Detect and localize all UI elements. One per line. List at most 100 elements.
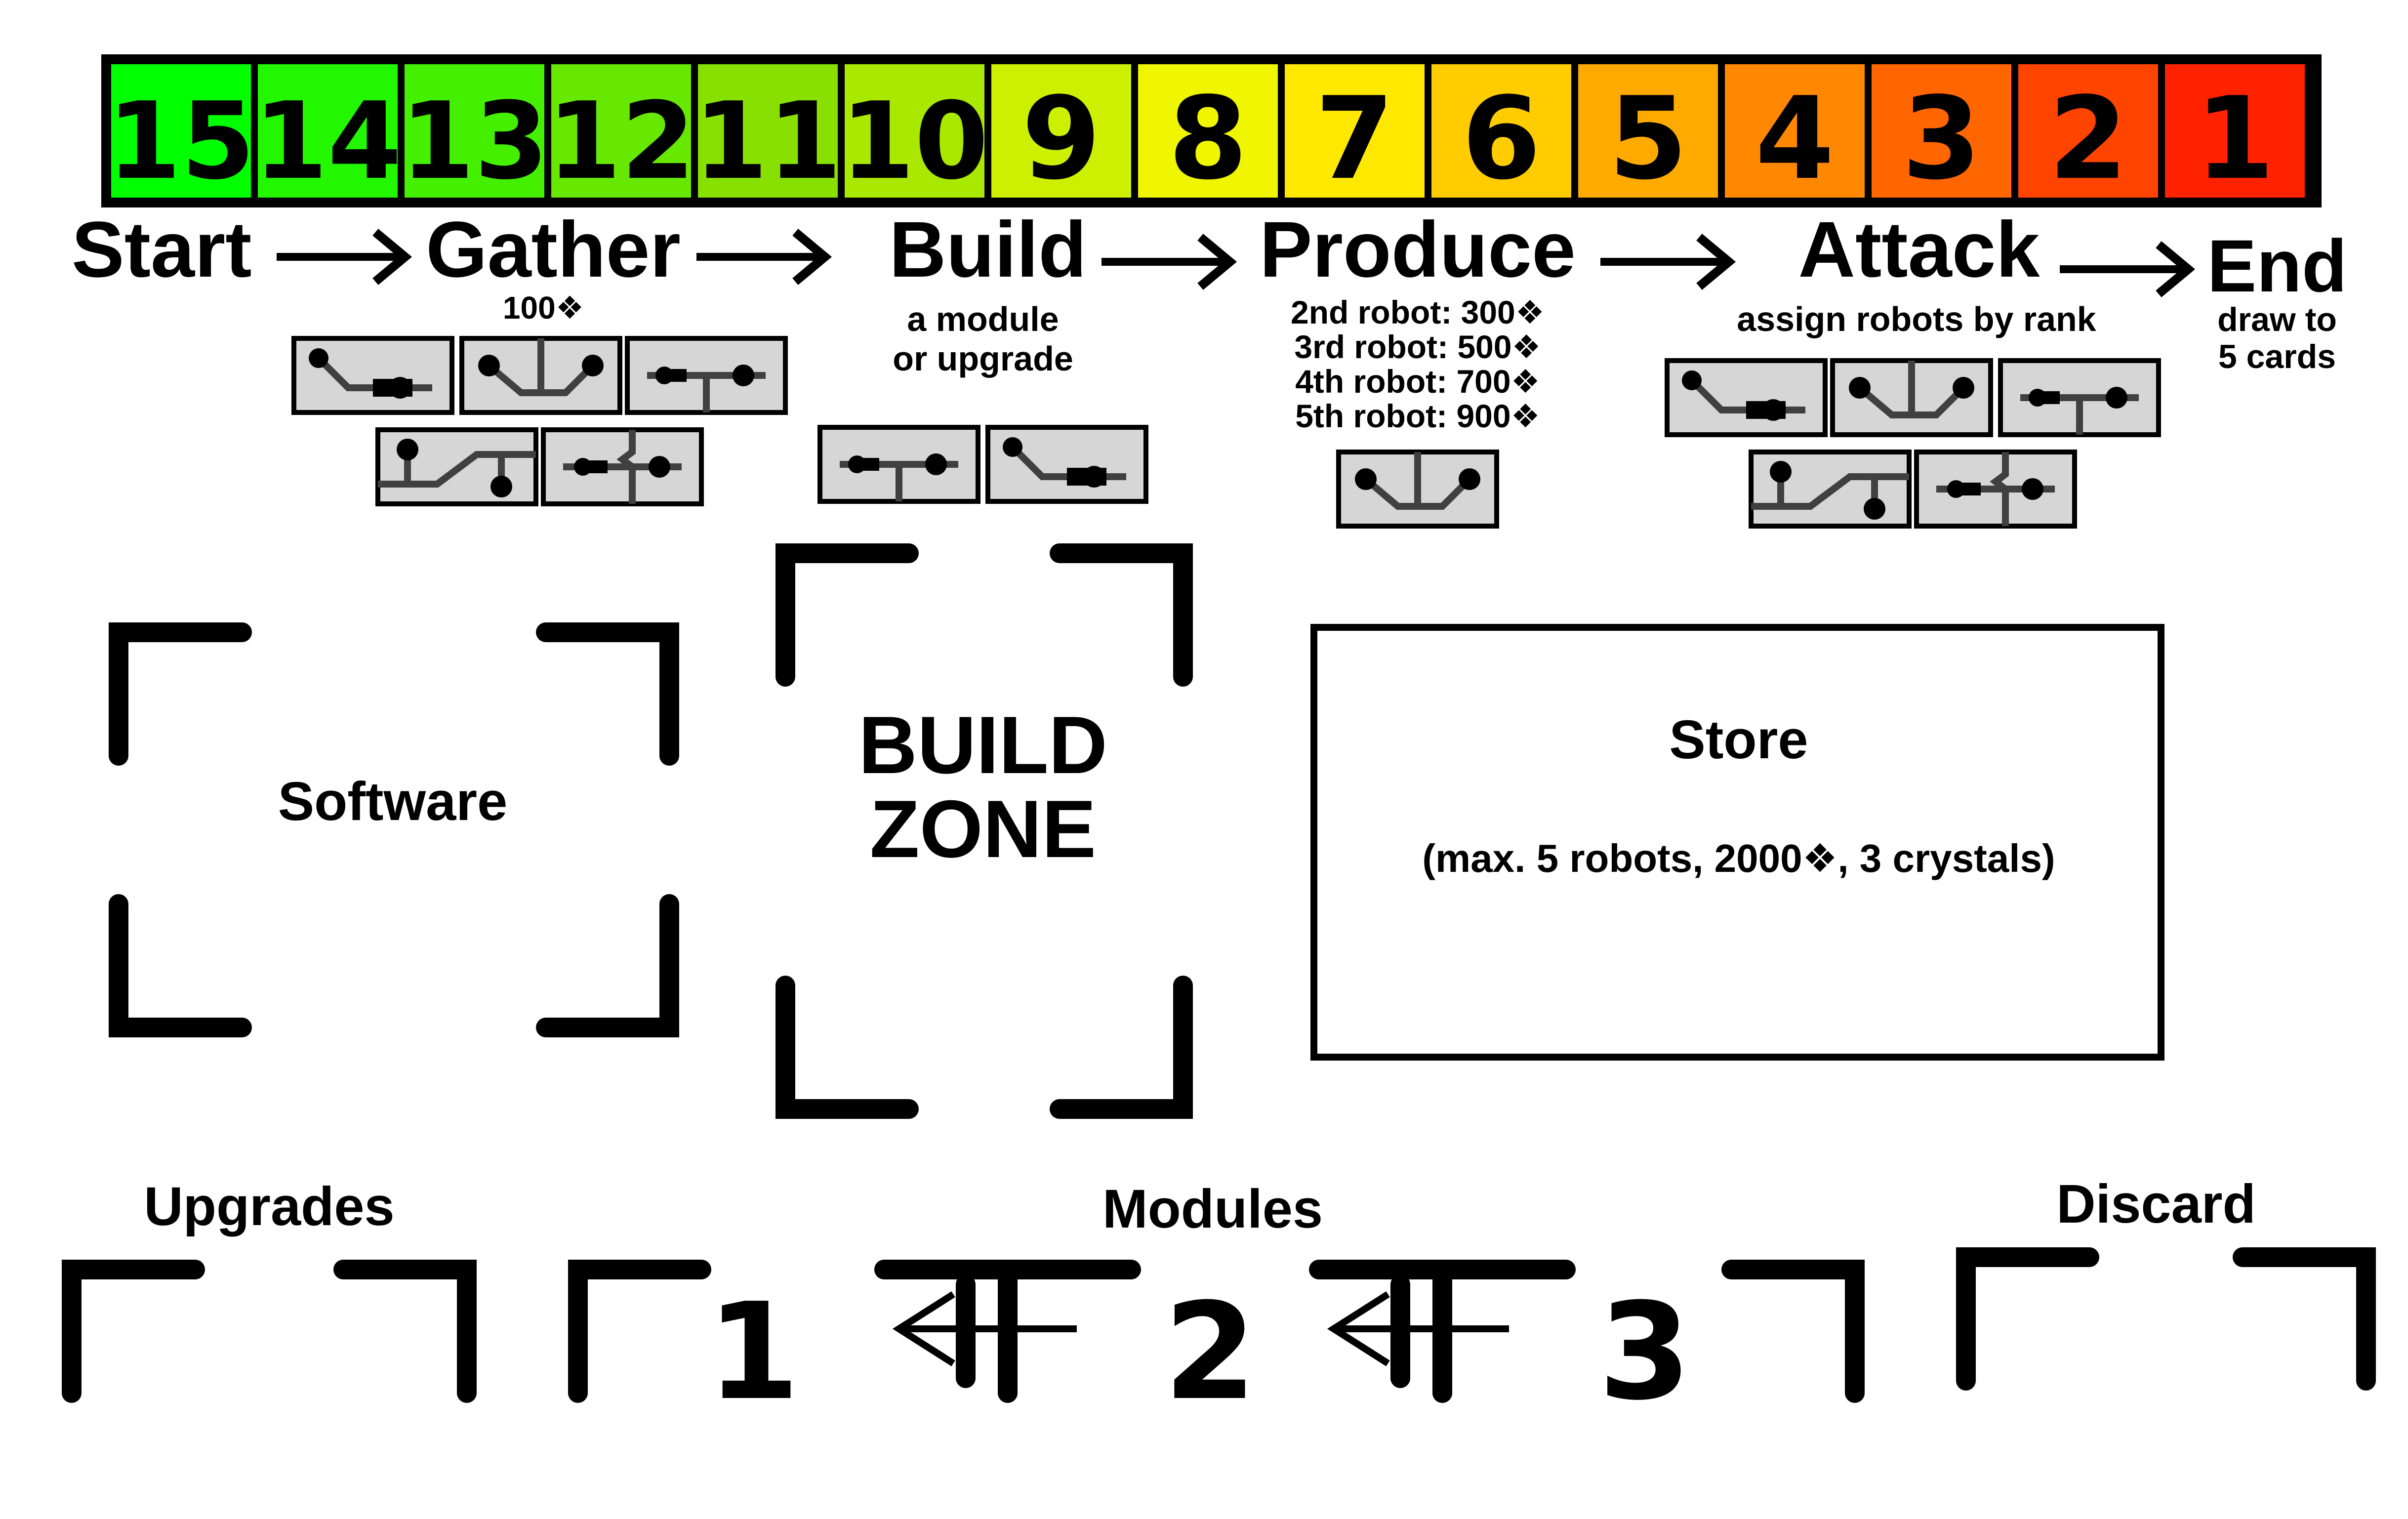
track-cell-fill <box>1725 64 1865 198</box>
zone-corner <box>119 632 242 756</box>
track-cell-number: 15 <box>107 79 255 203</box>
track-cell[interactable]: 6 <box>1431 64 1571 205</box>
track-cell[interactable]: 13 <box>401 64 548 203</box>
circuit-icon <box>294 338 452 412</box>
build-zone-label-2: ZONE <box>870 783 1096 874</box>
track-cell-number: 10 <box>841 79 988 203</box>
module-slot-number: 1 <box>707 1274 800 1430</box>
track-cell-number: 9 <box>1021 73 1101 205</box>
track-cell[interactable]: 7 <box>1285 64 1425 205</box>
phase-build: Build a module or upgrade <box>820 205 1146 501</box>
circuit-icon <box>1667 361 1825 435</box>
phase-end: End draw to 5 cards <box>2207 224 2347 375</box>
store-zone[interactable]: Store (max. 5 robots, 2000❖, 3 crystals) <box>1310 624 2164 1061</box>
module-slot-number: 3 <box>1598 1274 1691 1430</box>
circuit-icon <box>378 430 536 504</box>
circuit-icon <box>543 430 701 504</box>
phase-gather-income: 100❖ <box>503 290 584 326</box>
track-cell-fill <box>1872 64 2011 198</box>
arrow-right-icon <box>2060 245 2188 294</box>
circuit-icon <box>988 427 1146 501</box>
track-cell-fill <box>258 64 398 198</box>
track-cell-fill <box>698 64 838 198</box>
phase-gather: Gather 100❖ <box>294 205 785 504</box>
arrow-right-icon <box>277 232 405 282</box>
phase-end-detail-1: draw to <box>2217 301 2337 338</box>
arrow-right-icon <box>1102 237 1230 287</box>
track-cell[interactable]: 3 <box>1872 64 2011 205</box>
circuit-icon <box>462 338 620 412</box>
produce-cost-5th: 5th robot: 900❖ <box>1295 398 1540 434</box>
track-cell[interactable]: 11 <box>694 64 842 203</box>
track-cell-number: 5 <box>1608 73 1687 205</box>
track-cell-fill <box>1138 64 1278 198</box>
track-cell-fill <box>845 64 984 198</box>
module-slot-2[interactable]: 2 <box>1008 1270 1442 1430</box>
track-cell[interactable]: 1 <box>2165 64 2305 205</box>
zone-corner <box>1731 1270 1855 1393</box>
circuit-icon <box>1833 361 1991 435</box>
zone-corner <box>785 553 909 677</box>
track-cell-number: 3 <box>1902 73 1981 205</box>
circuit-icon <box>1339 452 1497 526</box>
produce-cost-4th: 4th robot: 700❖ <box>1295 363 1540 400</box>
track-cell[interactable]: 9 <box>991 64 1131 205</box>
discard-label: Discard <box>2056 1174 2256 1234</box>
track-cell[interactable]: 14 <box>254 64 402 203</box>
arrow-right-icon <box>1600 237 1729 287</box>
track-cell-fill <box>551 64 691 198</box>
zone-corner <box>2243 1257 2366 1381</box>
zone-corner <box>546 632 669 756</box>
track-cell-number: 14 <box>254 79 402 203</box>
build-zone-label-1: BUILD <box>858 699 1107 790</box>
track-cell-number: 2 <box>2048 73 2127 205</box>
produce-cost-3rd: 3rd robot: 500❖ <box>1294 328 1541 365</box>
track-cell-number: 4 <box>1755 73 1834 205</box>
arrow-right-icon <box>696 232 825 282</box>
phase-attack-detail: assign robots by rank <box>1737 300 2096 338</box>
phase-attack-title: Attack <box>1798 205 2040 293</box>
produce-cost-2nd: 2nd robot: 300❖ <box>1291 294 1545 330</box>
track-cell[interactable]: 4 <box>1725 64 1865 205</box>
circuit-icon <box>820 427 978 501</box>
upgrades-slot[interactable] <box>72 1270 467 1393</box>
zone-corner <box>578 1270 701 1393</box>
phase-end-title: End <box>2207 224 2347 307</box>
software-zone-label: Software <box>278 771 508 832</box>
phase-build-title: Build <box>889 205 1087 293</box>
zone-corner <box>546 904 669 1027</box>
track-cell-fill <box>1431 64 1571 198</box>
track-cell[interactable]: 15 <box>107 64 255 203</box>
store-limits: (max. 5 robots, 2000❖, 3 crystals) <box>1422 836 2055 880</box>
track-cell-fill <box>405 64 544 198</box>
module-slot-number: 2 <box>1164 1274 1257 1430</box>
phase-attack: Attack assign robots by rank <box>1667 205 2159 526</box>
track-cell[interactable]: 2 <box>2018 64 2158 205</box>
circuit-icon <box>1751 452 1909 526</box>
track-cell-number: 12 <box>547 79 695 203</box>
phase-end-detail-2: 5 cards <box>2218 338 2336 375</box>
track-cell-number: 6 <box>1462 73 1541 205</box>
track-cell-number: 7 <box>1315 73 1394 205</box>
track-cell[interactable]: 12 <box>547 64 695 203</box>
build-zone[interactable]: BUILD ZONE <box>785 553 1183 1109</box>
phase-start: Start <box>72 205 252 293</box>
discard-slot[interactable] <box>1966 1257 2366 1381</box>
track-cell-fill <box>2018 64 2158 198</box>
zone-corner <box>785 985 909 1109</box>
track-cell-fill <box>111 64 251 198</box>
track-cell-number: 13 <box>401 79 548 203</box>
module-slot-1[interactable]: 1 <box>578 1270 1008 1430</box>
circuit-icon <box>1917 452 2075 526</box>
software-zone[interactable]: Software <box>119 632 669 1027</box>
track-cell[interactable]: 8 <box>1138 64 1278 205</box>
track-cell[interactable]: 5 <box>1578 64 1718 205</box>
module-link-arrow-icon <box>892 1274 1077 1388</box>
track-cell-fill <box>1285 64 1425 198</box>
circuit-icon <box>627 338 785 412</box>
track-cell[interactable]: 10 <box>841 64 988 203</box>
zone-corner <box>72 1270 195 1393</box>
module-slot-3[interactable]: 3 <box>1442 1270 1855 1430</box>
